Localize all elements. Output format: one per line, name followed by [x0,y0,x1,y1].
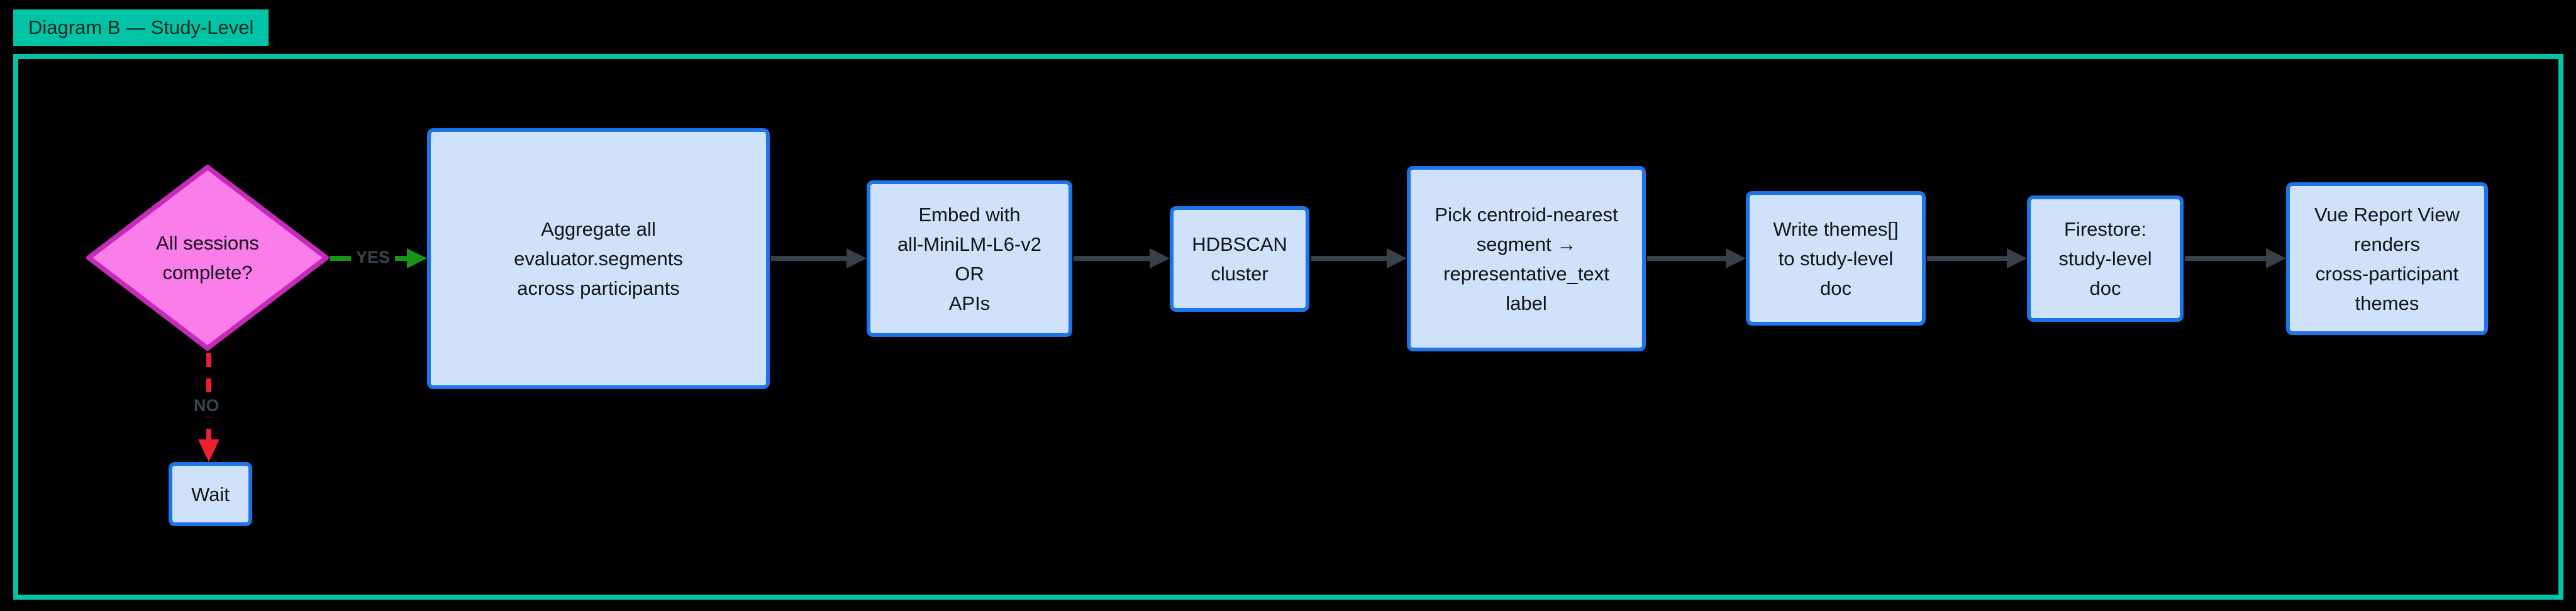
decision-label: All sessions complete? [156,232,259,283]
node-write-themes: Write themes[] to study-level doc [1746,191,1926,326]
node-aggregate-segments: Aggregate all evaluator.segments across … [427,128,770,389]
arrowhead-hdbscan-to-pick-icon [1387,248,1407,268]
edge-label-no: NO [189,395,225,417]
node-hdbscan-label: HDBSCAN cluster [1192,233,1287,285]
edge-aggregate-to-embed [771,256,848,261]
node-aggregate-label: Aggregate all evaluator.segments across … [514,218,683,299]
arrowhead-pick-to-write-icon [1726,248,1746,268]
diagram-frame [13,54,2563,600]
node-embed-minilm: Embed with all-MiniLM-L6-v2 OR APIs [867,180,1072,337]
diagram-title-badge: Diagram B — Study-Level [13,9,269,46]
edge-firestore-to-vue [2185,256,2267,261]
edge-write-to-firestore [1927,256,2008,261]
decision-node-all-sessions-complete: All sessions complete? [85,163,330,352]
yes-arrowhead-icon [407,248,427,268]
arrowhead-firestore-to-vue-icon [2266,248,2286,268]
arrowhead-embed-to-hdbscan-icon [1150,248,1170,268]
node-wait: Wait [169,462,252,526]
arrowhead-aggregate-to-embed-icon [847,248,867,268]
node-vue-report-label: Vue Report View renders cross-participan… [2314,203,2460,314]
node-embed-label: Embed with all-MiniLM-L6-v2 OR APIs [897,203,1042,314]
node-firestore-label: Firestore: study-level doc [2058,218,2152,299]
node-write-themes-label: Write themes[] to study-level doc [1773,217,1899,299]
decision-diamond-shape [86,165,329,351]
node-hdbscan-cluster: HDBSCAN cluster [1170,206,1309,312]
edge-hdbscan-to-pick [1311,256,1388,261]
no-arrowhead-icon [198,439,219,462]
node-pick-centroid: Pick centroid-nearest segment → represen… [1407,166,1646,351]
node-wait-label: Wait [191,483,230,505]
node-pick-centroid-label: Pick centroid-nearest segment → represen… [1435,203,1618,314]
edge-embed-to-hdbscan [1074,256,1151,261]
node-firestore-doc: Firestore: study-level doc [2027,195,2184,322]
edge-label-yes: YES [351,246,396,268]
arrowhead-write-to-firestore-icon [2007,248,2027,268]
edge-pick-to-write [1647,256,1728,261]
node-vue-report-view: Vue Report View renders cross-participan… [2286,182,2488,335]
